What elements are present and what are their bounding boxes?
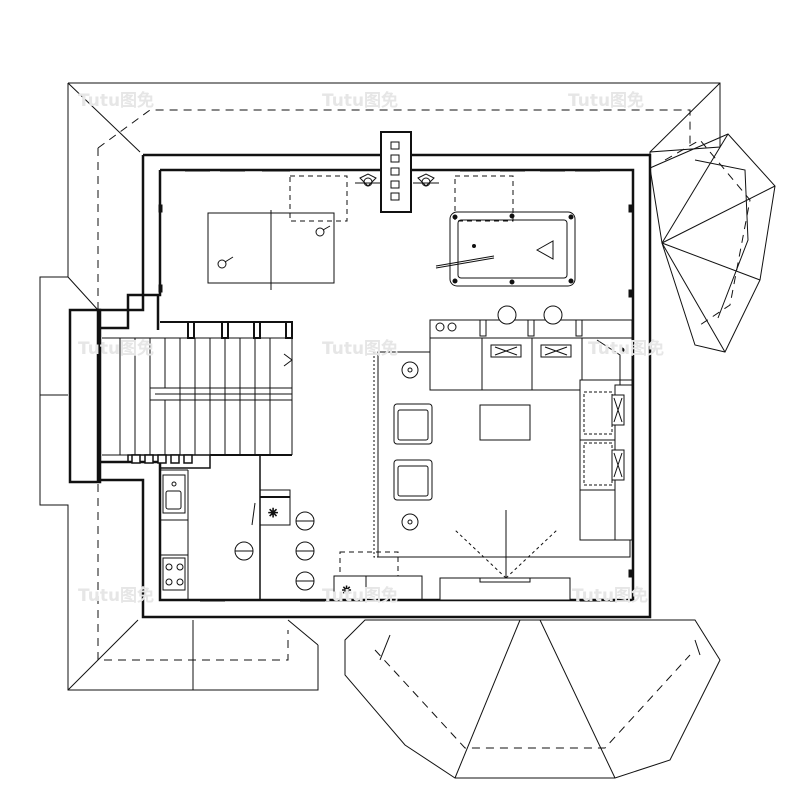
armchairs <box>393 361 433 531</box>
wall-ticks <box>158 204 633 578</box>
kitchen: ✳ <box>160 455 315 600</box>
chimney <box>380 131 412 213</box>
watermarks: Tutu图免 Tutu图免 Tutu图免 Tutu图免 Tutu图免 Tutu图… <box>78 90 664 606</box>
watermark-text: Tutu图免 <box>78 585 154 606</box>
svg-text:✳: ✳ <box>342 584 351 597</box>
coffee-table <box>479 404 531 441</box>
stair-landing-wall <box>68 308 102 484</box>
watermark-text: Tutu图免 <box>322 90 398 111</box>
watermark-text: Tutu图免 <box>568 90 644 111</box>
watermark-text: Tutu图免 <box>78 338 154 359</box>
stair-base-blocks <box>127 454 292 469</box>
watermark-text: Tutu图免 <box>322 585 398 606</box>
bottom-cabinet: ✳ <box>333 551 423 601</box>
watermark-text: Tutu图免 <box>78 90 154 111</box>
roof-outline <box>39 82 776 779</box>
billiard-table <box>435 175 576 287</box>
watermark-text: Tutu图免 <box>588 338 664 359</box>
watermark-text: Tutu图免 <box>322 338 398 359</box>
svg-text:✳: ✳ <box>268 506 278 520</box>
watermark-text: Tutu图免 <box>572 585 648 606</box>
tv-unit <box>439 510 571 601</box>
table-tennis-table <box>207 175 348 290</box>
bar-stools <box>479 305 583 337</box>
wall-lamps <box>355 173 439 187</box>
staircase <box>102 321 293 456</box>
